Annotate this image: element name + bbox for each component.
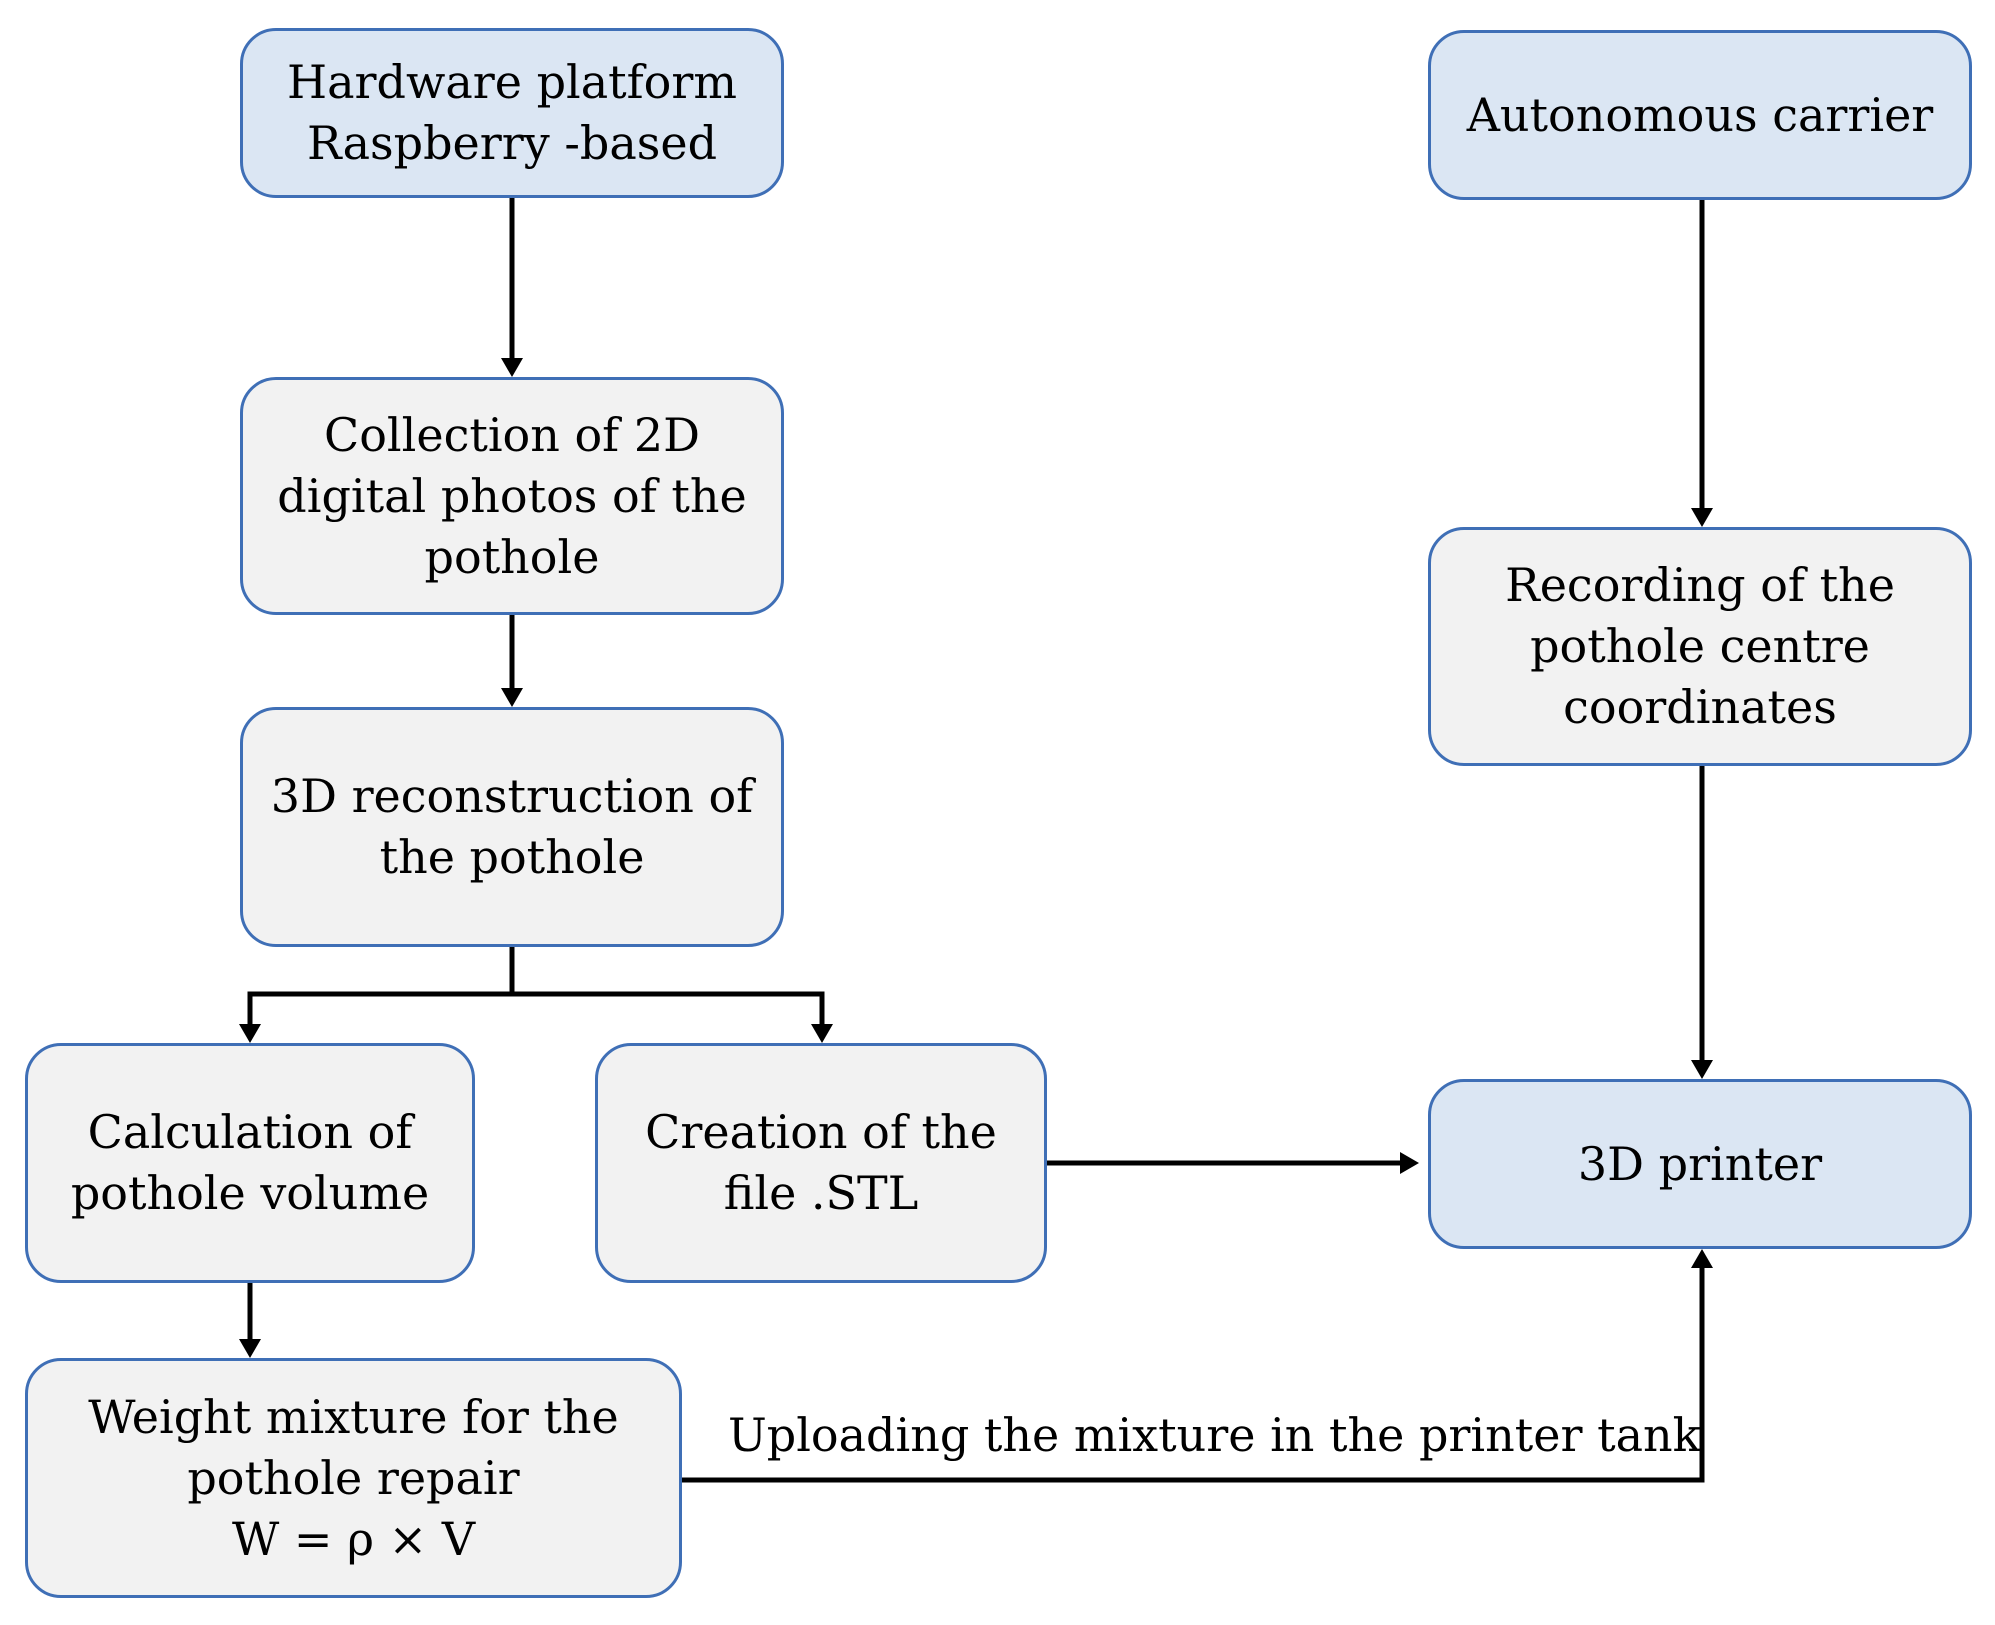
node-3d-printer: 3D printer: [1428, 1079, 1972, 1249]
arrowhead-printer-bottom: [1691, 1249, 1713, 1268]
node-3d-reconstruction: 3D reconstruction of the pothole: [240, 707, 784, 947]
node-hardware-platform: Hardware platform Raspberry -based: [240, 28, 784, 198]
node-hardware-platform-line-1: Hardware platform: [286, 55, 737, 109]
node-autonomous-carrier: Autonomous carrier: [1428, 30, 1972, 200]
node-photo-collection: Collection of 2D digital photos of the p…: [240, 377, 784, 615]
arrowhead-collection: [501, 358, 523, 377]
node-photo-collection-line-3: pothole: [424, 529, 600, 584]
node-photo-collection-line-2: digital photos of the: [277, 468, 747, 523]
node-3d-reconstruction-line-2: the pothole: [379, 830, 645, 884]
node-volume-calculation-line-1: Calculation of: [87, 1105, 413, 1159]
arrowhead-printer-top: [1691, 1060, 1713, 1079]
node-centre-coordinates-line-3: coordinates: [1563, 680, 1837, 734]
node-hardware-platform-line-2: Raspberry -based: [306, 116, 718, 170]
branch-to-volume: [247, 991, 512, 1036]
node-stl-creation-line-1: Creation of the: [645, 1105, 997, 1159]
node-weight-mixture: Weight mixture for the pothole repair W …: [25, 1358, 682, 1598]
node-photo-collection-line-1: Collection of 2D: [324, 407, 700, 462]
arrowhead-reconstruction: [501, 688, 523, 707]
node-3d-printer-line-1: 3D printer: [1577, 1136, 1823, 1191]
arrowhead-stl: [811, 1024, 833, 1043]
node-weight-mixture-formula: W = ρ × V: [231, 1511, 476, 1566]
node-3d-reconstruction-line-1: 3D reconstruction of: [270, 769, 754, 823]
node-centre-coordinates-line-1: Recording of the: [1505, 558, 1895, 612]
arrow-weight-to-printer: [682, 1260, 1705, 1483]
arrowhead-recording: [1691, 508, 1713, 527]
node-centre-coordinates-line-2: pothole centre: [1530, 619, 1870, 673]
arrowhead-volume: [239, 1024, 261, 1043]
node-weight-mixture-line-2: pothole repair: [187, 1450, 520, 1505]
node-volume-calculation-line-2: pothole volume: [70, 1166, 430, 1220]
node-volume-calculation: Calculation of pothole volume: [25, 1043, 475, 1283]
node-stl-creation-line-2: file .STL: [723, 1166, 919, 1220]
node-weight-mixture-line-1: Weight mixture for the: [88, 1389, 619, 1444]
node-centre-coordinates: Recording of the pothole centre coordina…: [1428, 527, 1972, 766]
arrowhead-weight: [239, 1339, 261, 1358]
branch-to-stl: [512, 991, 825, 1036]
edge-label-upload-mixture: Uploading the mixture in the printer tan…: [728, 1408, 1701, 1462]
node-autonomous-carrier-line-1: Autonomous carrier: [1466, 87, 1934, 142]
arrowhead-printer-left: [1400, 1152, 1419, 1174]
node-stl-creation: Creation of the file .STL: [595, 1043, 1047, 1283]
